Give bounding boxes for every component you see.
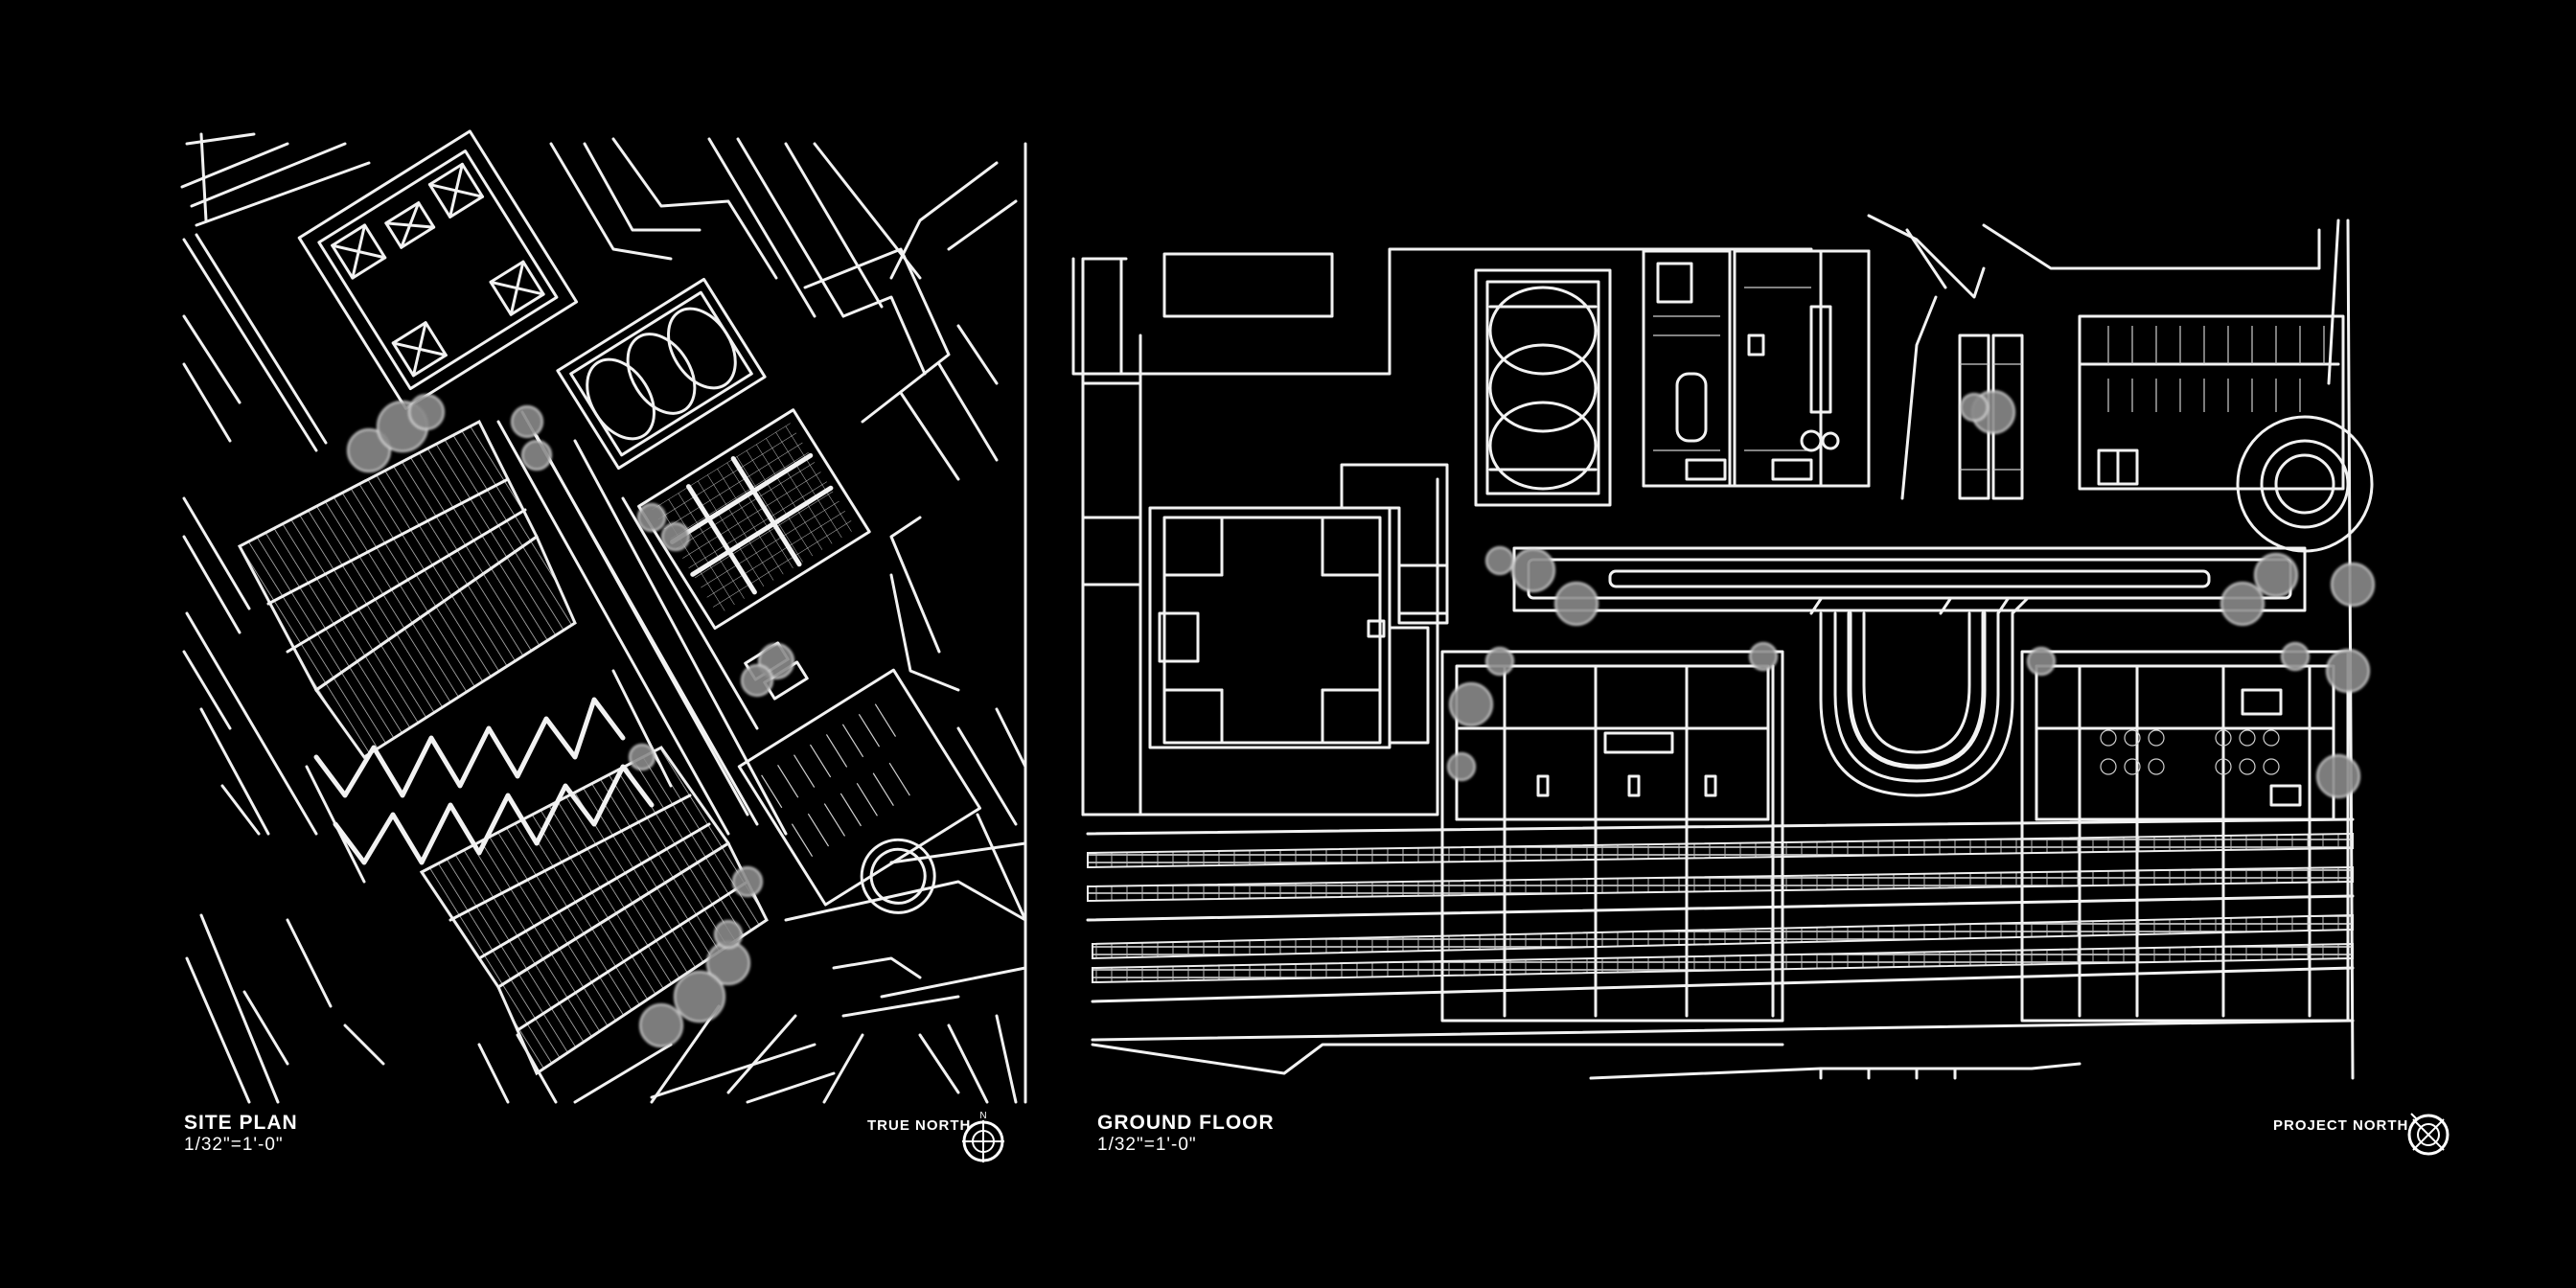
site-trees (347, 394, 794, 1047)
site-plan-label: SITE PLAN 1/32"=1'-0" (184, 1112, 298, 1156)
ground-floor-north-hall (1642, 249, 1871, 488)
site-parking (737, 668, 981, 914)
site-pool-building (556, 277, 767, 471)
true-north-label: TRUE NORTH (867, 1117, 972, 1134)
site-plan-scale: 1/32"=1'-0" (184, 1135, 284, 1156)
site-linear-platform (496, 410, 788, 836)
ground-floor-scale: 1/32"=1'-0" (1097, 1135, 1197, 1156)
ground-floor-cross-building (1148, 463, 1449, 749)
site-roads (180, 132, 1027, 1104)
ground-floor-platform-halls (1440, 650, 2350, 1023)
north-arrow-compass-icon: N (962, 1111, 1004, 1162)
ground-floor-pool-block (1474, 268, 1612, 507)
ground-floor-label: GROUND FLOOR 1/32"=1'-0" (1097, 1112, 1275, 1156)
ground-floor-trees (1447, 390, 2375, 798)
ground-floor-concourse (1512, 546, 2307, 797)
north-letter: N (979, 1111, 986, 1121)
ground-floor-rail-tracks (1086, 817, 2355, 1080)
ground-floor-title: GROUND FLOOR (1097, 1112, 1275, 1134)
project-north-label: PROJECT NORTH (2273, 1117, 2409, 1134)
site-building-north (297, 129, 579, 410)
site-plan-drawing (180, 129, 1027, 1104)
ground-floor-parking (2078, 314, 2374, 553)
ground-floor-drawing (1071, 214, 2375, 1080)
site-station-roof (237, 419, 769, 1076)
project-north-compass-icon (2407, 1113, 2450, 1156)
site-grid-block (637, 408, 871, 631)
site-plan-title: SITE PLAN (184, 1112, 298, 1134)
